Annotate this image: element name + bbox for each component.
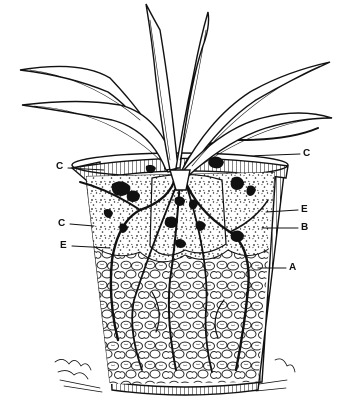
label-e-left: E (60, 241, 67, 251)
label-b-right: B (301, 223, 308, 233)
label-c-mid-left: C (58, 219, 65, 229)
label-e-right: E (301, 205, 308, 215)
label-c-top-left: C (56, 162, 63, 172)
label-c-top-right: C (303, 149, 310, 159)
label-a-right: A (289, 263, 296, 273)
